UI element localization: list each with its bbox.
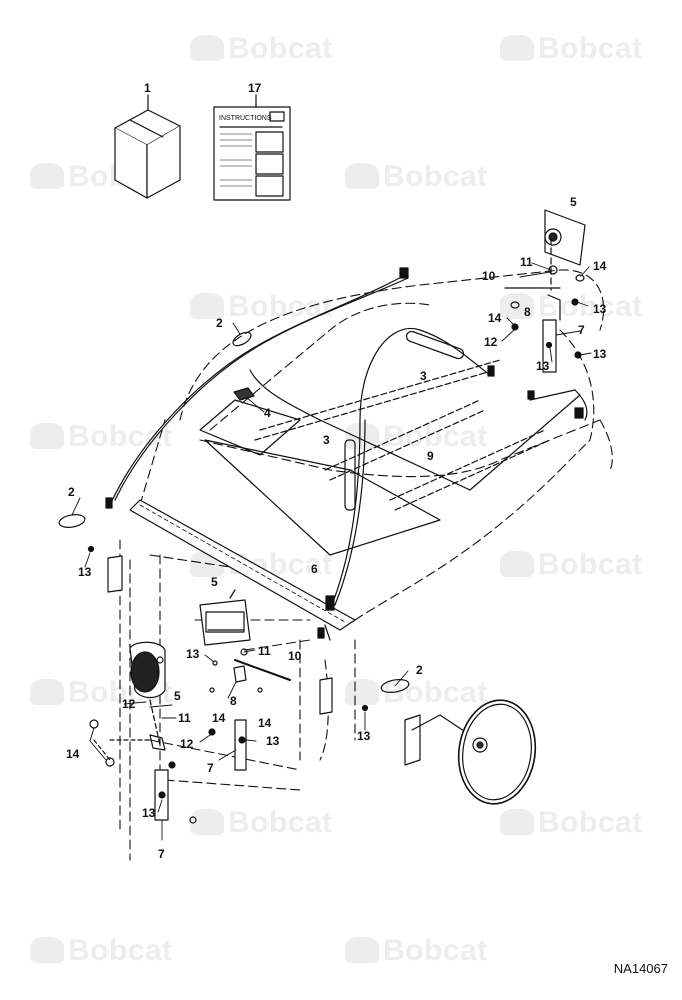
- callout-label: 10: [482, 269, 496, 283]
- callout-label: 11: [178, 711, 191, 725]
- callout-label: 14: [66, 747, 80, 761]
- callout-label: 2: [416, 663, 423, 677]
- light-channel: [254, 330, 551, 511]
- instructions-sheet-icon: [213, 94, 291, 201]
- callout-label: 8: [524, 305, 531, 319]
- callout-label: 12: [122, 697, 136, 711]
- watermark-logo: Bobcat: [30, 420, 173, 454]
- box-kit-icon: [114, 94, 181, 199]
- callout-label: 1: [144, 81, 151, 95]
- callout-label: 13: [593, 302, 607, 316]
- watermark-logo: Bobcat: [190, 806, 333, 840]
- bracket-plate: [107, 555, 333, 715]
- callout-label: 13: [357, 729, 371, 743]
- callout-label: 14: [258, 716, 272, 730]
- work-light-front: [199, 589, 291, 771]
- callout-label: 10: [288, 649, 302, 663]
- hose-clamp: [58, 331, 410, 693]
- callout-label: 11: [520, 255, 533, 269]
- callout-label: 2: [68, 485, 75, 499]
- fastener: [87, 545, 369, 712]
- callout-label: 5: [211, 575, 218, 589]
- callout-label: 13: [593, 347, 607, 361]
- callout-label: 17: [248, 81, 262, 95]
- callout-label: 7: [158, 847, 165, 861]
- callout-label: 7: [578, 323, 585, 337]
- watermark-logo: Bobcat: [345, 934, 488, 968]
- callout-label: 13: [266, 734, 280, 748]
- leader-line: [71, 262, 592, 841]
- callout-label: 5: [570, 195, 577, 209]
- callouts: 1 17 5 11 14 10 8 13 14 12 7 13 13 2 3 4…: [66, 81, 607, 861]
- watermark-logo: Bobcat: [500, 32, 643, 66]
- mounting-clip: [233, 387, 255, 401]
- side-mirror: [404, 699, 537, 805]
- callout-label: 6: [311, 562, 318, 576]
- callout-label: 14: [593, 259, 607, 273]
- connector: [105, 267, 584, 639]
- callout-label: 3: [420, 369, 427, 383]
- callout-label: 13: [142, 806, 156, 820]
- callout-label: 4: [264, 406, 271, 420]
- callout-label: 14: [488, 311, 502, 325]
- callout-label: 12: [484, 335, 498, 349]
- watermark-logo: Bobcat: [500, 806, 643, 840]
- work-light-rear: [504, 209, 586, 373]
- instructions-label: INSTRUCTIONS: [219, 115, 272, 122]
- watermark-logo: Bobcat: [500, 548, 643, 582]
- callout-label: 7: [207, 761, 214, 775]
- callout-label: 13: [536, 359, 550, 373]
- callout-label: 2: [216, 316, 223, 330]
- wiring-harness: [109, 274, 588, 641]
- work-light-left: [89, 641, 197, 824]
- watermark-logo: Bobcat: [30, 934, 173, 968]
- callout-label: 13: [78, 565, 92, 579]
- callout-label: 12: [180, 737, 194, 751]
- front-bar: [129, 499, 356, 631]
- window-frame: [199, 399, 441, 556]
- watermark-logo: Bobcat: [190, 32, 333, 66]
- callout-label: 13: [186, 647, 200, 661]
- callout-label: 5: [174, 689, 181, 703]
- watermark-logo: Bobcat: [345, 160, 488, 194]
- callout-label: 14: [212, 711, 226, 725]
- callout-label: 8: [230, 694, 237, 708]
- watermark-logo: Bobcat: [345, 676, 488, 710]
- drawing-number: NA14067: [613, 961, 668, 976]
- callout-label: 9: [427, 449, 434, 463]
- callout-label: 3: [323, 433, 330, 447]
- callout-label: 11: [258, 644, 271, 658]
